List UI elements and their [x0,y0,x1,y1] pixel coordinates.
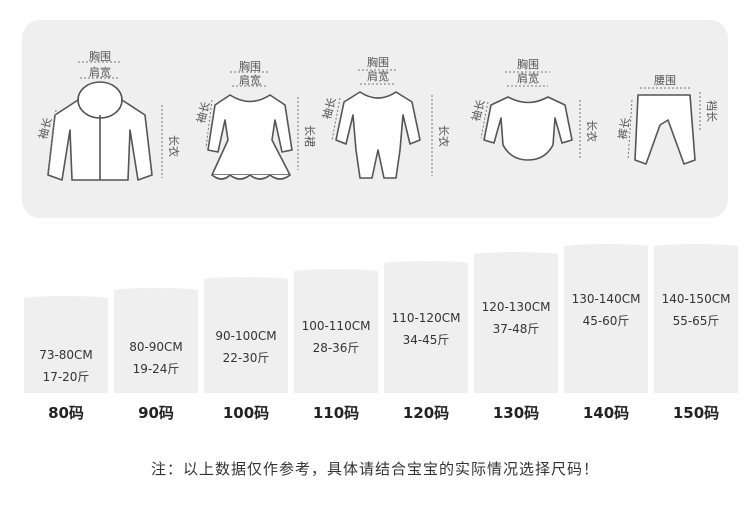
size-card-110: 100-110CM 28-36斤 [294,269,378,393]
size-label-120: 120码 [402,404,450,422]
chest-label: 胸围 [367,55,389,69]
size-label-90: 90码 [138,404,174,422]
waist-label: 腰围 [654,74,676,87]
pants-length-label: 裤长 [615,116,633,140]
size-label-140: 140码 [582,404,630,422]
height-range: 90-100CM [215,329,277,343]
height-range: 120-130CM [481,300,551,314]
sleeve-label: 袖长 [468,98,487,123]
size-label-80: 80码 [48,404,84,422]
shoulder-label: 肩宽 [517,71,539,85]
weight-range: 19-24斤 [132,362,180,376]
chest-label: 胸围 [89,49,111,63]
length-label: 长衣 [437,125,451,147]
sleeve-label: 袖长 [193,100,212,125]
sleeve-label: 袖长 [319,96,338,121]
garment-diagrams: 胸围 肩宽 胸围 肩宽 胸围 肩宽 胸围 肩宽 腰围 袖长 袖长 袖长 袖长 裤… [35,49,718,181]
pants-icon [634,94,696,165]
hooded-jacket-icon [47,81,153,181]
size-card-100: 90-100CM 22-30斤 [204,277,288,393]
weight-range: 17-20斤 [42,370,90,384]
height-range: 140-150CM [661,292,731,306]
chest-label: 胸围 [239,59,261,73]
length-label: 长衣 [167,135,181,157]
size-card-120: 110-120CM 34-45斤 [384,261,468,393]
size-card-80: 73-80CM 17-20斤 [24,296,108,393]
height-range: 80-90CM [129,340,183,354]
size-card-140: 130-140CM 45-60斤 [564,244,648,393]
height-range: 130-140CM [571,292,641,306]
weight-range: 45-60斤 [582,314,630,328]
size-label-100: 100码 [222,404,270,422]
shoulder-label: 肩宽 [367,69,389,83]
weight-range: 28-36斤 [312,341,360,355]
height-range: 73-80CM [39,348,93,362]
length-label: 长衣 [585,120,599,142]
shoulder-label: 肩宽 [239,73,261,87]
height-range: 110-120CM [391,311,461,325]
size-card-90: 80-90CM 19-24斤 [114,288,198,393]
sleeve-label: 袖长 [35,116,54,141]
crotch-label: 裆长 [705,100,718,122]
weight-range: 22-30斤 [222,351,270,365]
weight-range: 55-65斤 [672,314,720,328]
size-label-110: 110码 [312,404,360,422]
chest-label: 胸围 [517,57,539,71]
size-label-150: 150码 [672,404,720,422]
weight-range: 37-48斤 [492,322,540,336]
weight-range: 34-45斤 [402,333,450,347]
length-label: 长裙 [303,125,316,147]
size-card-150: 140-150CM 55-65斤 [654,244,738,393]
shoulder-label: 肩宽 [89,65,111,79]
dress-icon [207,94,293,180]
romper-icon [335,91,421,179]
disclaimer-note: 注：以上数据仅作参考，具体请结合宝宝的实际情况选择尺码！ [150,460,599,478]
size-card-130: 120-130CM 37-48斤 [474,252,558,393]
size-label-130: 130码 [492,404,540,422]
bodysuit-icon [483,96,573,161]
height-range: 100-110CM [301,319,371,333]
